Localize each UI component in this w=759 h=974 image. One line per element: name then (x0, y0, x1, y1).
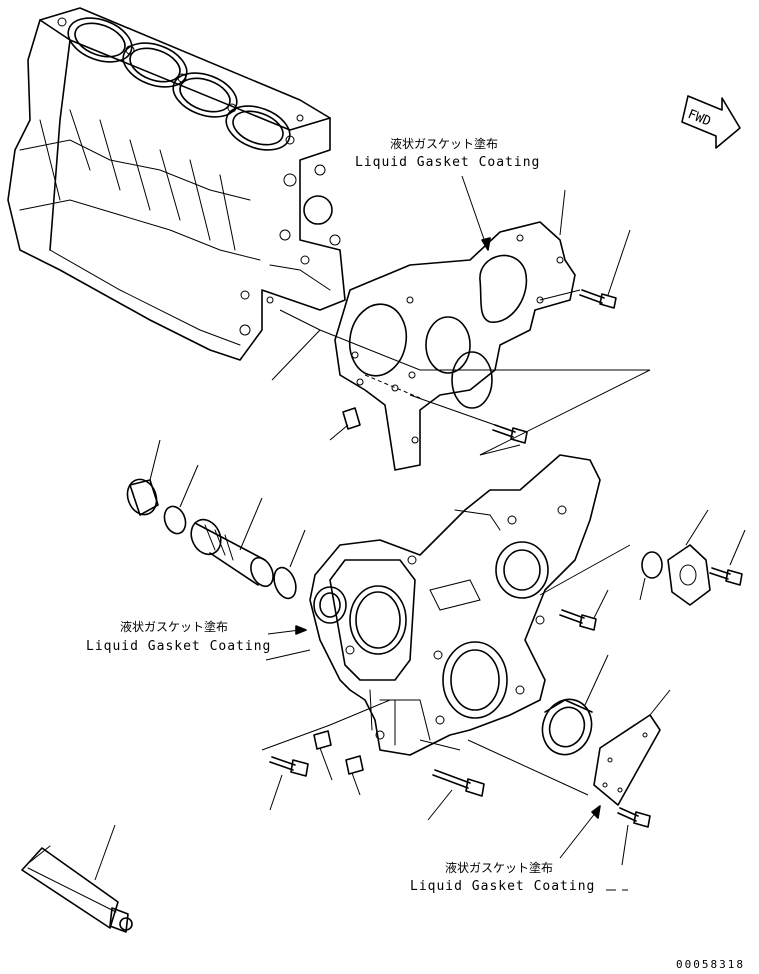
fwd-arrow-icon: FWD (681, 95, 741, 149)
bolt-lower-left (261, 699, 391, 811)
front-cover-plate (593, 689, 671, 806)
bolt-front-cover (617, 807, 651, 866)
gasket-callout-bottom: 液状ガスケット塗布 Liquid Gasket Coating (410, 805, 628, 894)
bolt-gasket-lower (409, 394, 528, 456)
o-ring-small (163, 464, 199, 535)
callout-mid-jp: 液状ガスケット塗布 (120, 619, 228, 634)
callout-top-jp: 液状ガスケット塗布 (390, 136, 498, 151)
engine-block (7, 7, 346, 361)
dowel-lower-b (345, 755, 364, 796)
oil-cap (126, 439, 161, 516)
bolt-case-mid (559, 589, 609, 631)
cover-plate-small (667, 509, 711, 606)
gasket-callout-top: 液状ガスケット塗布 Liquid Gasket Coating (355, 136, 540, 251)
sealant-tube-icon (21, 824, 133, 933)
o-ring-large (273, 529, 306, 600)
bolt-cover-small (709, 529, 746, 586)
drawing-id: 00058318 (676, 958, 745, 971)
gasket-small (539, 544, 663, 601)
bolt-upper-right (539, 229, 631, 309)
gasket-plate (334, 189, 576, 471)
leader-line-a (271, 329, 321, 381)
timing-gear-case (309, 454, 601, 756)
fwd-label: FWD (685, 107, 713, 130)
callout-top-en: Liquid Gasket Coating (355, 155, 540, 170)
dowel-pin (329, 407, 361, 441)
bolt-lower-right (419, 739, 485, 821)
callout-bottom-en: Liquid Gasket Coating (410, 879, 595, 894)
oil-filler-pipe (190, 497, 274, 588)
callout-mid-en: Liquid Gasket Coating (86, 639, 271, 654)
callout-bottom-jp: 液状ガスケット塗布 (445, 860, 553, 875)
leader-line-c (467, 739, 589, 796)
leader-line-b (279, 309, 651, 456)
gasket-callout-mid: 液状ガスケット塗布 Liquid Gasket Coating (86, 619, 311, 661)
dowel-lower-a (313, 730, 333, 781)
crank-oil-seal (541, 654, 609, 756)
